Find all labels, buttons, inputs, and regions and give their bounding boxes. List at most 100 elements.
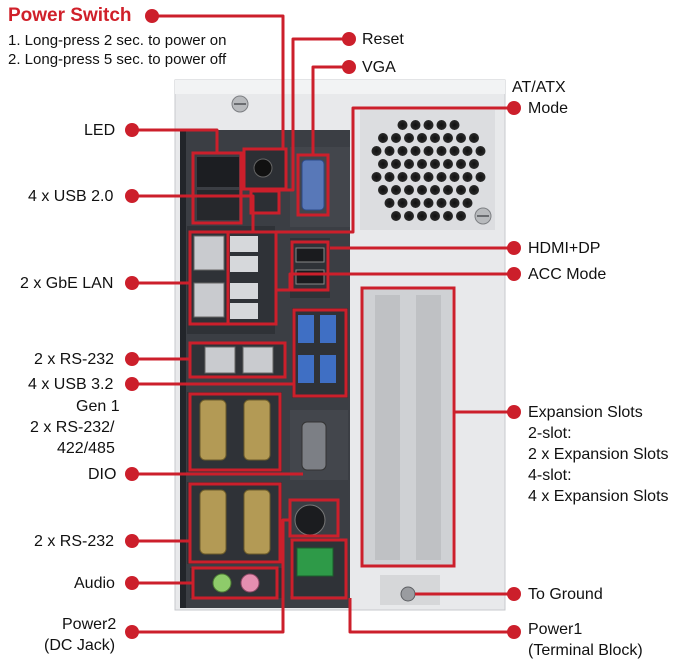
power-switch-title: Power Switch	[8, 5, 132, 26]
fan-hole	[417, 159, 427, 169]
label-power2-2: (DC Jack)	[44, 637, 116, 654]
fan-hole	[423, 172, 434, 182]
label-vga: VGA	[362, 59, 396, 76]
label-usb32-1: 4 x USB 3.2	[28, 376, 114, 393]
fan-hole	[449, 172, 460, 182]
fan-hole	[410, 146, 421, 156]
label-at-atx-2: Mode	[528, 100, 569, 117]
callout-dot	[507, 625, 521, 639]
fan-hole	[384, 146, 395, 156]
fan-hole	[397, 198, 408, 208]
fan-hole	[449, 146, 460, 156]
fan-hole	[456, 211, 466, 221]
fan-hole	[430, 133, 440, 143]
frame-hdmi	[290, 240, 330, 292]
fan-hole	[410, 120, 421, 130]
callout-dot	[125, 352, 139, 366]
fan-hole	[456, 133, 466, 143]
frame-com-485	[188, 392, 282, 472]
frame-reset	[249, 189, 281, 215]
frame-expansion	[360, 286, 456, 568]
callout-dot	[125, 276, 139, 290]
fan-hole	[417, 211, 427, 221]
power-switch-note-2: 2. Long-press 5 sec. to power off	[8, 51, 227, 68]
label-usb32-2: Gen 1	[76, 398, 120, 415]
fan-hole	[436, 146, 447, 156]
fan-hole	[371, 172, 382, 182]
fan-hole	[391, 159, 401, 169]
fan-hole	[410, 172, 421, 182]
frame-usb32	[292, 308, 348, 398]
fan-hole	[404, 211, 414, 221]
fan-hole	[391, 211, 401, 221]
callout-dot	[125, 377, 139, 391]
fan-hole	[469, 133, 479, 143]
label-power1-1: Power1	[528, 621, 583, 638]
callout-dot	[125, 189, 139, 203]
fan-hole	[423, 120, 434, 130]
fan-hole	[449, 198, 460, 208]
fan-hole	[469, 185, 479, 195]
fan-hole	[430, 185, 440, 195]
label-rs232-a: 2 x RS-232	[34, 351, 115, 368]
ground-screw-icon	[400, 586, 416, 602]
fan-hole	[430, 211, 440, 221]
fan-hole	[404, 159, 414, 169]
callout-dot	[125, 534, 139, 548]
fan-hole	[456, 159, 466, 169]
label-dio: DIO	[88, 466, 117, 483]
fan-hole	[404, 185, 414, 195]
fan-hole	[397, 146, 408, 156]
fan-hole	[417, 133, 427, 143]
fan-hole	[436, 172, 447, 182]
fan-hole	[410, 198, 421, 208]
callout-dot	[507, 101, 521, 115]
fan-hole	[462, 172, 473, 182]
callout-dot	[125, 123, 139, 137]
label-exp-4: 4-slot:	[528, 467, 572, 484]
label-exp-5: 4 x Expansion Slots	[528, 488, 669, 505]
fan-hole	[391, 133, 401, 143]
callout-dot	[507, 587, 521, 601]
callout-dot	[125, 576, 139, 590]
label-acc-mode: ACC Mode	[528, 266, 607, 283]
callout-dot	[125, 625, 139, 639]
label-usb20: 4 x USB 2.0	[28, 188, 114, 205]
callout-dot	[342, 60, 356, 74]
fan-hole	[456, 185, 466, 195]
fan-hole	[423, 198, 434, 208]
fan-hole	[462, 198, 473, 208]
fan-hole	[378, 133, 388, 143]
label-exp-3: 2 x Expansion Slots	[528, 446, 669, 463]
fan-hole	[417, 185, 427, 195]
fan-hole	[436, 198, 447, 208]
fan-hole	[469, 159, 479, 169]
fan-hole	[475, 146, 486, 156]
power-switch-note-1: 1. Long-press 2 sec. to power on	[8, 32, 227, 49]
label-power1-2: (Terminal Block)	[528, 642, 643, 659]
fan-hole	[397, 120, 408, 130]
expansion-slots	[362, 288, 452, 566]
fan-hole	[384, 198, 395, 208]
fan-hole	[449, 120, 460, 130]
label-audio: Audio	[74, 575, 115, 592]
fan-hole	[443, 133, 453, 143]
frame-lan	[188, 230, 230, 326]
fan-hole	[378, 159, 388, 169]
fan-hole	[397, 172, 408, 182]
fan-hole	[391, 185, 401, 195]
frame-dc-jack	[288, 498, 340, 538]
label-rs485-2: 422/485	[57, 440, 115, 457]
label-gbe-lan: 2 x GbE LAN	[20, 275, 114, 292]
fan-hole	[443, 185, 453, 195]
fan-grille	[360, 110, 495, 230]
callout-dot	[145, 9, 159, 23]
label-led: LED	[84, 122, 116, 139]
frame-power-switch	[242, 147, 288, 191]
fan-hole	[430, 159, 440, 169]
label-rs485-1: 2 x RS-232/	[30, 419, 115, 436]
callout-dot	[507, 267, 521, 281]
callout-dot	[125, 467, 139, 481]
